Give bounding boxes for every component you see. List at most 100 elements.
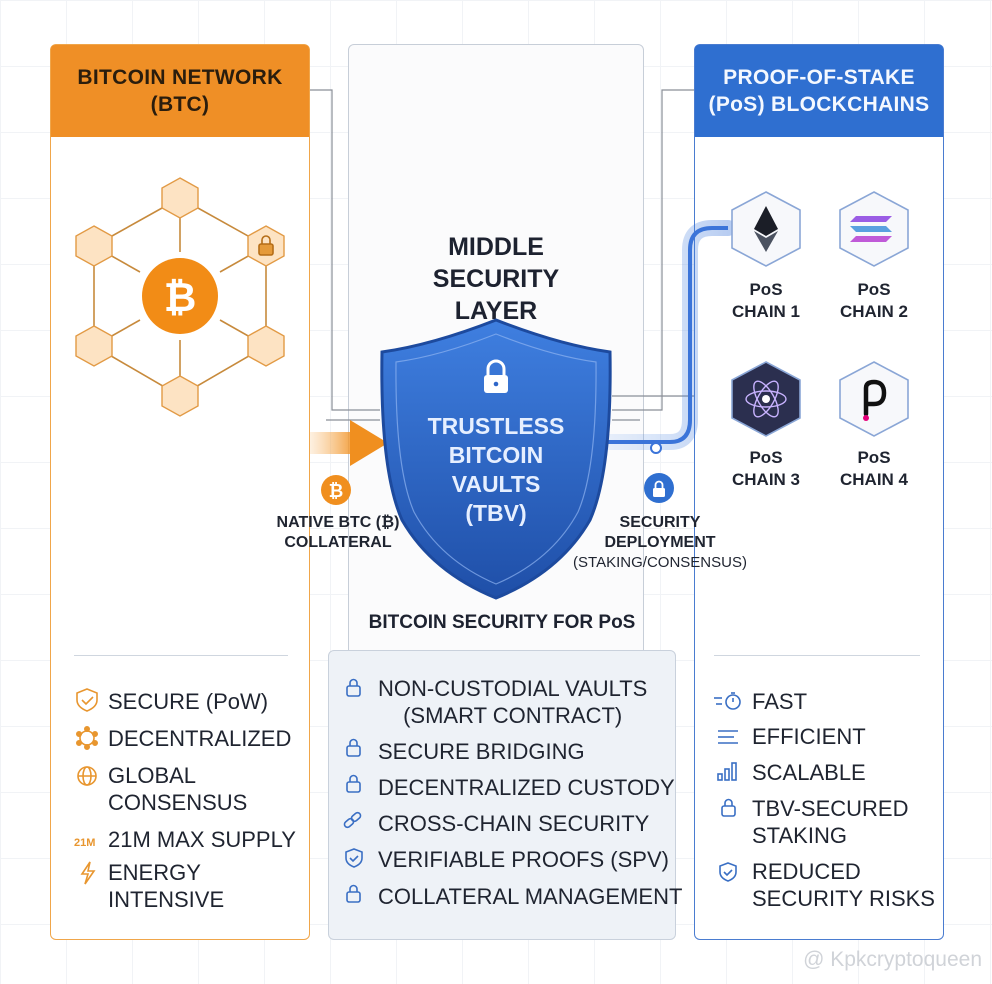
right-divider xyxy=(714,655,920,656)
shield-check-icon xyxy=(719,862,737,882)
middle-label-line1: MIDDLE xyxy=(448,233,544,261)
middle-feature-icons xyxy=(343,678,363,903)
feature-text: (SMART CONTRACT) xyxy=(403,703,623,728)
tbv-shield-icon xyxy=(380,318,612,600)
middle-label-line2: SECURITY xyxy=(432,265,560,293)
feature-text: 21M MAX SUPPLY xyxy=(108,827,296,852)
security-deployment-line2: DEPLOYMENT xyxy=(604,534,716,551)
feature-text: INTENSIVE xyxy=(108,887,225,912)
feature-text: GLOBAL xyxy=(108,763,197,788)
bitcoin-network-header: BITCOIN NETWORK (BTC) xyxy=(51,45,309,137)
shield-check-icon xyxy=(76,688,98,712)
svg-text:₿: ₿ xyxy=(329,481,344,502)
shield-line1: TRUSTLESS xyxy=(427,413,565,439)
bitcoin-network-title-line1: BITCOIN NETWORK xyxy=(77,66,283,89)
shield-line4: (TBV) xyxy=(465,500,527,526)
left-feature-energy-intensive: ENERGY INTENSIVE xyxy=(108,859,224,913)
pos-chain-1-label: PoS CHAIN 1 xyxy=(721,279,811,323)
bitcoin-security-features-panel xyxy=(328,650,676,940)
feature-text: ENERGY xyxy=(108,860,201,885)
polkadot-icon xyxy=(839,361,909,437)
pos-chain-3-label: PoS CHAIN 3 xyxy=(721,447,811,491)
ethereum-icon xyxy=(731,191,801,267)
network-nodes-icon xyxy=(76,725,99,750)
shield-line2: BITCOIN xyxy=(448,442,544,468)
middle-security-layer-label: MIDDLE SECURITY LAYER xyxy=(349,231,643,327)
hex-node-lower-right xyxy=(247,325,285,367)
efficiency-lines-icon xyxy=(718,730,738,744)
native-btc-line1: NATIVE BTC (₿) xyxy=(276,514,400,531)
feature-text: DECENTRALIZED xyxy=(108,726,292,751)
hex-lock-icon xyxy=(258,235,274,256)
native-btc-line2: COLLATERAL xyxy=(284,534,392,551)
chain-1-line2: CHAIN 1 xyxy=(731,302,800,321)
hex-node-lower-left xyxy=(75,325,113,367)
feature-text: EFFICIENT xyxy=(752,724,866,749)
solana-icon xyxy=(839,191,909,267)
feature-text: STAKING xyxy=(752,823,847,848)
security-deployment-line3: (STAKING/CONSENSUS) xyxy=(573,554,747,571)
right-feature-efficient: EFFICIENT xyxy=(752,723,866,750)
chain-3-line2: CHAIN 3 xyxy=(731,470,800,489)
lock-icon xyxy=(721,798,736,817)
left-feature-secure: SECURE (PoW) xyxy=(108,688,268,715)
native-btc-collateral-label: NATIVE BTC (₿) COLLATERAL xyxy=(258,513,418,553)
shield-check-icon xyxy=(345,848,363,868)
chain-1-line1: PoS xyxy=(749,280,783,299)
right-connectors xyxy=(612,89,694,421)
feature-text: COLLATERAL MANAGEMENT xyxy=(378,884,683,909)
pos-chain-2-label: PoS CHAIN 2 xyxy=(829,279,919,323)
cosmos-icon xyxy=(731,361,801,437)
stopwatch-icon xyxy=(714,692,741,710)
chain-3-line1: PoS xyxy=(749,448,783,467)
feature-text: SECURITY RISKS xyxy=(752,886,935,911)
pos-title-line2: (PoS) BLOCKCHAINS xyxy=(708,93,930,116)
pos-chain-4-label: PoS CHAIN 4 xyxy=(829,447,919,491)
left-divider xyxy=(74,655,288,656)
middle-feature-non-custodial: NON-CUSTODIAL VAULTS (SMART CONTRACT) xyxy=(378,675,647,729)
watermark-text: @ Kpkcryptoqueen xyxy=(803,948,982,971)
pos-blockchains-header: PROOF-OF-STAKE (PoS) BLOCKCHAINS xyxy=(695,45,943,137)
middle-feature-verifiable-proofs: VERIFIABLE PROOFS (SPV) xyxy=(378,846,669,873)
lock-icon xyxy=(346,884,361,903)
left-connectors xyxy=(310,89,380,421)
middle-feature-secure-bridging: SECURE BRIDGING xyxy=(378,738,585,765)
lock-icon xyxy=(346,774,361,793)
right-feature-icons xyxy=(714,692,741,882)
feature-text: DECENTRALIZED CUSTODY xyxy=(378,775,675,800)
middle-feature-decentralized-custody: DECENTRALIZED CUSTODY xyxy=(378,774,675,801)
left-feature-decentralized: DECENTRALIZED xyxy=(108,725,291,752)
middle-feature-collateral-management: COLLATERAL MANAGEMENT xyxy=(378,883,682,910)
tbv-shield-label: TRUSTLESS BITCOIN VAULTS (TBV) xyxy=(396,412,596,528)
shield-line3: VAULTS xyxy=(451,471,541,497)
feature-text: REDUCED xyxy=(752,859,861,884)
hex-node-upper-left xyxy=(75,225,113,267)
chain-2-line2: CHAIN 2 xyxy=(839,302,908,321)
feature-text: VERIFIABLE PROOFS (SPV) xyxy=(378,847,669,872)
feature-text: TBV-SECURED xyxy=(752,796,909,821)
feature-text: FAST xyxy=(752,689,808,714)
right-feature-scalable: SCALABLE xyxy=(752,759,866,786)
chain-4-line1: PoS xyxy=(857,448,891,467)
pos-title-line1: PROOF-OF-STAKE xyxy=(723,66,915,89)
lock-icon xyxy=(346,738,361,757)
collateral-arrow-icon xyxy=(310,420,388,466)
hex-node-top xyxy=(161,177,199,219)
security-deployment-line1: SECURITY xyxy=(619,514,701,531)
bitcoin-network-title-line2: (BTC) xyxy=(150,93,210,116)
right-feature-fast: FAST xyxy=(752,688,807,715)
watermark: @ Kpkcryptoqueen xyxy=(803,948,982,972)
feature-text: SECURE BRIDGING xyxy=(378,739,585,764)
feature-text: SCALABLE xyxy=(752,760,866,785)
security-deployment-label: SECURITY DEPLOYMENT (STAKING/CONSENSUS) xyxy=(560,513,760,573)
feature-text: CROSS-CHAIN SECURITY xyxy=(378,811,650,836)
feature-text: NON-CUSTODIAL VAULTS xyxy=(378,676,648,701)
middle-feature-cross-chain: CROSS-CHAIN SECURITY xyxy=(378,810,649,837)
lock-icon xyxy=(346,678,361,697)
globe-icon xyxy=(77,766,97,786)
left-feature-21m-supply: 21M MAX SUPPLY xyxy=(108,826,296,853)
bitcoin-logo-icon: ₿ xyxy=(142,258,218,334)
native-btc-icon: ₿ xyxy=(321,475,351,505)
pos-blockchains-panel: PROOF-OF-STAKE (PoS) BLOCKCHAINS xyxy=(694,44,944,940)
security-deployment-flow xyxy=(597,220,736,454)
